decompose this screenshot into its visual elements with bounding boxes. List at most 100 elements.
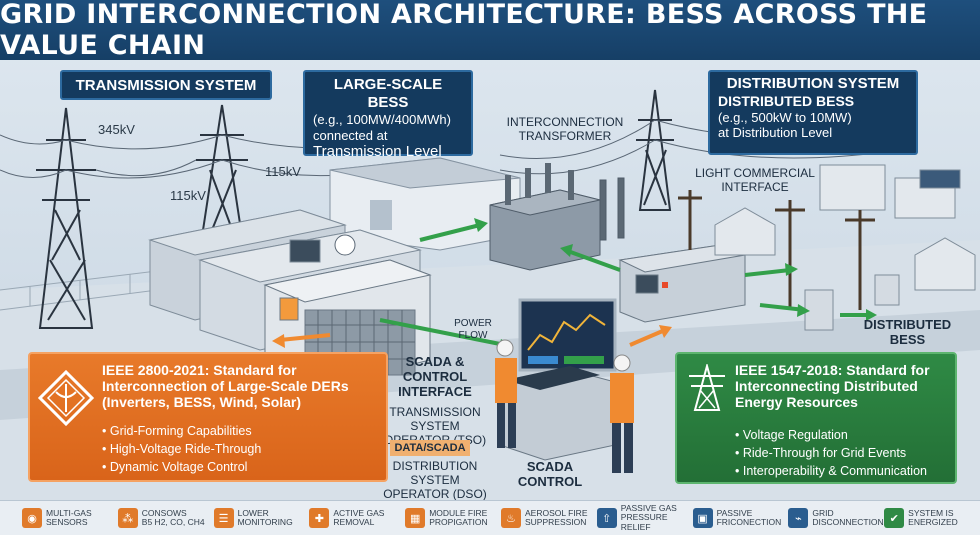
ieee-1547-item: Voltage Regulation xyxy=(735,426,927,444)
interconnection-transformer xyxy=(489,163,625,271)
distribution-sub: DISTRIBUTED BESS xyxy=(718,93,855,109)
worker-right xyxy=(610,354,634,473)
legend-sublabel: PROPIGATION xyxy=(429,517,488,527)
tso-label: TRANSMISSION SYSTEM OPERATOR (TSO) xyxy=(370,405,500,447)
scada-console xyxy=(499,298,617,461)
legend-label: LOWER xyxy=(237,507,269,518)
ieee-1547-item: Interoperability & Communication xyxy=(735,462,927,480)
distribution-line1: (e.g., 500kW to 10MW) xyxy=(718,109,852,125)
scada-interface-line1: SCADA & xyxy=(405,354,465,369)
ieee-logo-icon xyxy=(38,370,94,426)
transformer-label-line2: TRANSFORMER xyxy=(518,128,612,143)
legend-label: CONSOWS xyxy=(141,507,187,518)
transformer-label: INTERCONNECTION TRANSFORMER xyxy=(505,115,625,144)
legend-label: MODULE FIRE xyxy=(429,507,488,518)
dso-line1: DISTRIBUTION SYSTEM xyxy=(392,459,478,487)
kv-345-label: 345kV xyxy=(98,122,135,137)
houses xyxy=(714,164,976,291)
lock-icon: ▣ xyxy=(692,508,713,528)
ieee-1547-item: Ride-Through for Grid Events xyxy=(735,444,927,462)
ieee-2800-item: Dynamic Voltage Control xyxy=(102,458,261,476)
legend-label: AEROSOL FIRE xyxy=(524,507,588,518)
legend-label: SYSTEM IS xyxy=(908,507,954,518)
grid-disconnect-icon: ⌁ xyxy=(788,508,809,528)
large-bess-line2: connected at xyxy=(313,127,388,143)
power-flow-label: POWER FLOW xyxy=(448,318,498,341)
legend-label: PASSIVE GAS xyxy=(620,502,677,513)
transformer-label-line1: INTERCONNECTION xyxy=(506,115,624,129)
scada-control-label: SCADA CONTROL xyxy=(515,459,585,490)
legend-sublabel: PRESSURE RELIEF xyxy=(620,512,668,532)
ieee-2800-title-line2: Interconnection of Large-Scale DERs xyxy=(102,378,349,395)
power-flow-line2: FLOW xyxy=(458,329,488,341)
large-bess-line1: (e.g., 100MW/400MWh) xyxy=(313,112,451,127)
large-bess-callout: LARGE-SCALE BESS (e.g., 100MW/400MWh) co… xyxy=(303,70,473,160)
legend-label: GRID xyxy=(812,507,834,518)
transmission-tower-icon xyxy=(689,364,725,411)
kv-115-right-label: 115kV xyxy=(265,164,301,179)
legend-sublabel: SENSORS xyxy=(46,517,88,527)
worker-left xyxy=(495,339,517,448)
distributed-bess-label: DISTRIBUTED BESS xyxy=(860,317,955,348)
ieee-1547-title-line3: Energy Resources xyxy=(735,394,858,411)
ieee-1547-box: IEEE 1547-2018: Standard for Interconnec… xyxy=(675,352,957,484)
distributed-bess-line2: BESS xyxy=(889,331,926,347)
pressure-relief-icon: ⇧ xyxy=(596,508,617,528)
gas-composition-icon: ⁂ xyxy=(117,508,138,528)
tower-right xyxy=(636,89,674,211)
gas-removal-icon: ✚ xyxy=(309,508,330,528)
control-building xyxy=(329,157,521,251)
power-flow-arrows xyxy=(419,218,877,321)
legend-label: PASSIVE xyxy=(716,507,753,518)
shield-check-icon: ✔ xyxy=(884,508,905,528)
flame-icon: ♨ xyxy=(500,508,521,528)
page-title: GRID INTERCONNECTION ARCHITECTURE: BESS … xyxy=(0,0,980,61)
gas-sensor-icon: ◉ xyxy=(22,508,42,528)
data-flow-arrows xyxy=(272,325,672,348)
distributed-bess-container xyxy=(618,244,747,323)
fire-module-icon: ▦ xyxy=(405,508,426,528)
kv-115-left-label: 115kV xyxy=(170,188,206,203)
monitoring-icon: ☰ xyxy=(213,508,234,528)
legend-label: ACTIVE GAS xyxy=(333,507,385,518)
dso-label: DISTRIBUTION SYSTEM OPERATOR (DSO) xyxy=(370,459,500,501)
tso-line1: TRANSMISSION SYSTEM xyxy=(389,405,481,433)
distribution-line2: at Distribution Level xyxy=(718,125,833,141)
large-bess-heading: LARGE-SCALE BESS xyxy=(333,76,443,111)
tower-large xyxy=(36,107,96,329)
legend-sublabel: SUPPRESSION xyxy=(524,517,587,527)
legend-sublabel: DISCONNECTION xyxy=(812,517,884,527)
ieee-2800-item: Grid-Forming Capabilities xyxy=(102,422,261,440)
scada-control-line1: SCADA xyxy=(526,459,574,474)
ieee-2800-item: High-Voltage Ride-Through xyxy=(102,440,261,458)
legend-label: MULTI-GAS xyxy=(46,507,92,518)
utility-poles xyxy=(678,190,875,310)
light-commercial-label: LIGHT COMMERCIAL INTERFACE xyxy=(690,166,820,195)
legend-sublabel: MONITORING xyxy=(237,517,293,527)
light-commercial-line1: LIGHT COMMERCIAL xyxy=(695,166,815,180)
legend-sublabel: ENERGIZED xyxy=(908,517,958,527)
scada-interface-line3: INTERFACE xyxy=(398,383,472,399)
ieee-2800-list: Grid-Forming Capabilities High-Voltage R… xyxy=(102,422,261,476)
legend-sublabel: FRICONECTION xyxy=(716,517,782,527)
small-cabinet xyxy=(804,289,834,331)
small-cabinet-2 xyxy=(874,274,900,306)
transmission-heading: TRANSMISSION SYSTEM xyxy=(60,70,272,100)
ieee-1547-title-line2: Interconnecting Distributed xyxy=(735,378,918,395)
legend-sublabel: REMOVAL xyxy=(333,517,375,527)
scada-control-line2: CONTROL xyxy=(517,473,583,489)
ieee-2800-title-line1: IEEE 2800-2021: Standard for xyxy=(102,362,297,378)
scada-interface-label: SCADA & CONTROL INTERFACE xyxy=(395,354,475,400)
distribution-heading: DISTRIBUTION SYSTEM xyxy=(726,75,900,92)
